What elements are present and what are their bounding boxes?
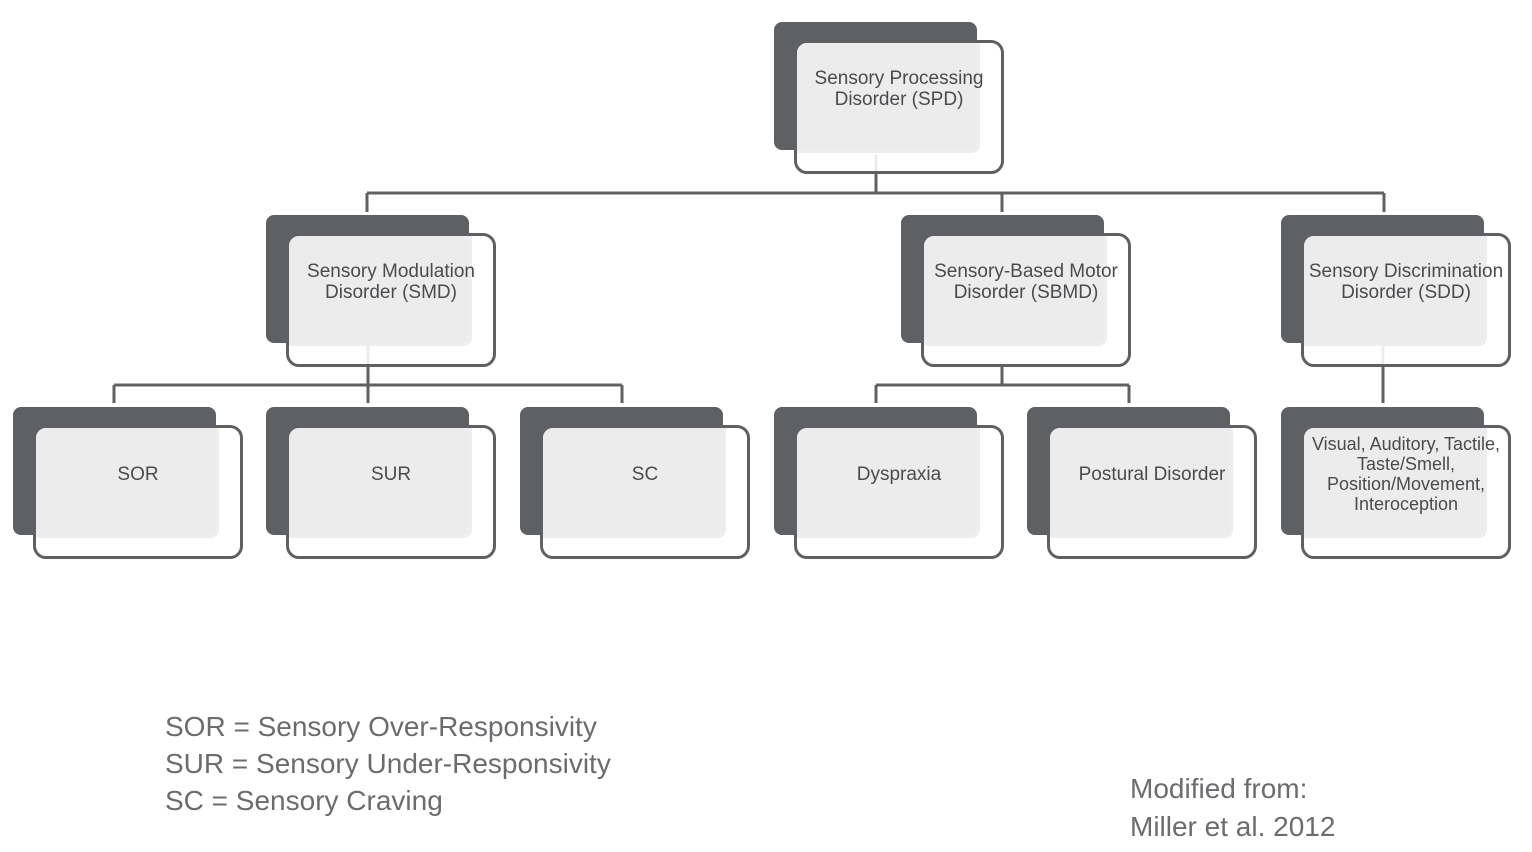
node-label-spd: Sensory Processing Disorder (SPD)	[814, 68, 984, 110]
node-sc: SC	[520, 407, 750, 561]
node-box	[286, 425, 496, 559]
node-postural: Postural Disorder	[1027, 407, 1257, 561]
node-box	[794, 425, 1004, 559]
legend-item-sur: SUR = Sensory Under-Responsivity	[165, 748, 611, 779]
node-box	[1047, 425, 1257, 559]
node-box	[1301, 425, 1511, 559]
legend-item-sor: SOR = Sensory Over-Responsivity	[165, 711, 597, 742]
node-senses: Visual, Auditory, Tactile, Taste/Smell, …	[1281, 407, 1511, 561]
node-sor: SOR	[13, 407, 243, 561]
legend-item-sc: SC = Sensory Craving	[165, 785, 443, 816]
node-box	[33, 425, 243, 559]
node-sur: SUR	[266, 407, 496, 561]
node-sbmd: Sensory-Based Motor Disorder (SBMD)	[901, 215, 1131, 369]
node-box	[540, 425, 750, 559]
node-box	[794, 40, 1004, 174]
node-label-senses: Visual, Auditory, Tactile, Taste/Smell, …	[1311, 434, 1501, 514]
node-smd: Sensory Modulation Disorder (SMD)	[266, 215, 496, 369]
credit-line-1: Modified from:	[1130, 773, 1308, 804]
node-label-sc: SC	[631, 463, 659, 485]
node-sdd: Sensory Discrimination Disorder (SDD)	[1281, 215, 1511, 369]
node-spd: Sensory Processing Disorder (SPD)	[774, 22, 1004, 176]
abbreviation-legend: SOR = Sensory Over-Responsivity SUR = Se…	[165, 708, 611, 819]
node-box	[1301, 233, 1511, 367]
node-label-sor: SOR	[117, 463, 159, 485]
source-credit: Modified from: Miller et al. 2012	[1130, 770, 1335, 846]
node-box	[921, 233, 1131, 367]
node-label-sur: SUR	[370, 463, 412, 485]
credit-line-2: Miller et al. 2012	[1130, 811, 1336, 842]
node-label-sdd: Sensory Discrimination Disorder (SDD)	[1308, 261, 1504, 303]
node-label-smd: Sensory Modulation Disorder (SMD)	[307, 261, 475, 303]
node-label-sbmd: Sensory-Based Motor Disorder (SBMD)	[934, 261, 1118, 303]
node-label-dyspraxia: Dyspraxia	[856, 463, 942, 485]
node-box	[286, 233, 496, 367]
node-label-postural: Postural Disorder	[1078, 463, 1226, 485]
node-dyspraxia: Dyspraxia	[774, 407, 1004, 561]
